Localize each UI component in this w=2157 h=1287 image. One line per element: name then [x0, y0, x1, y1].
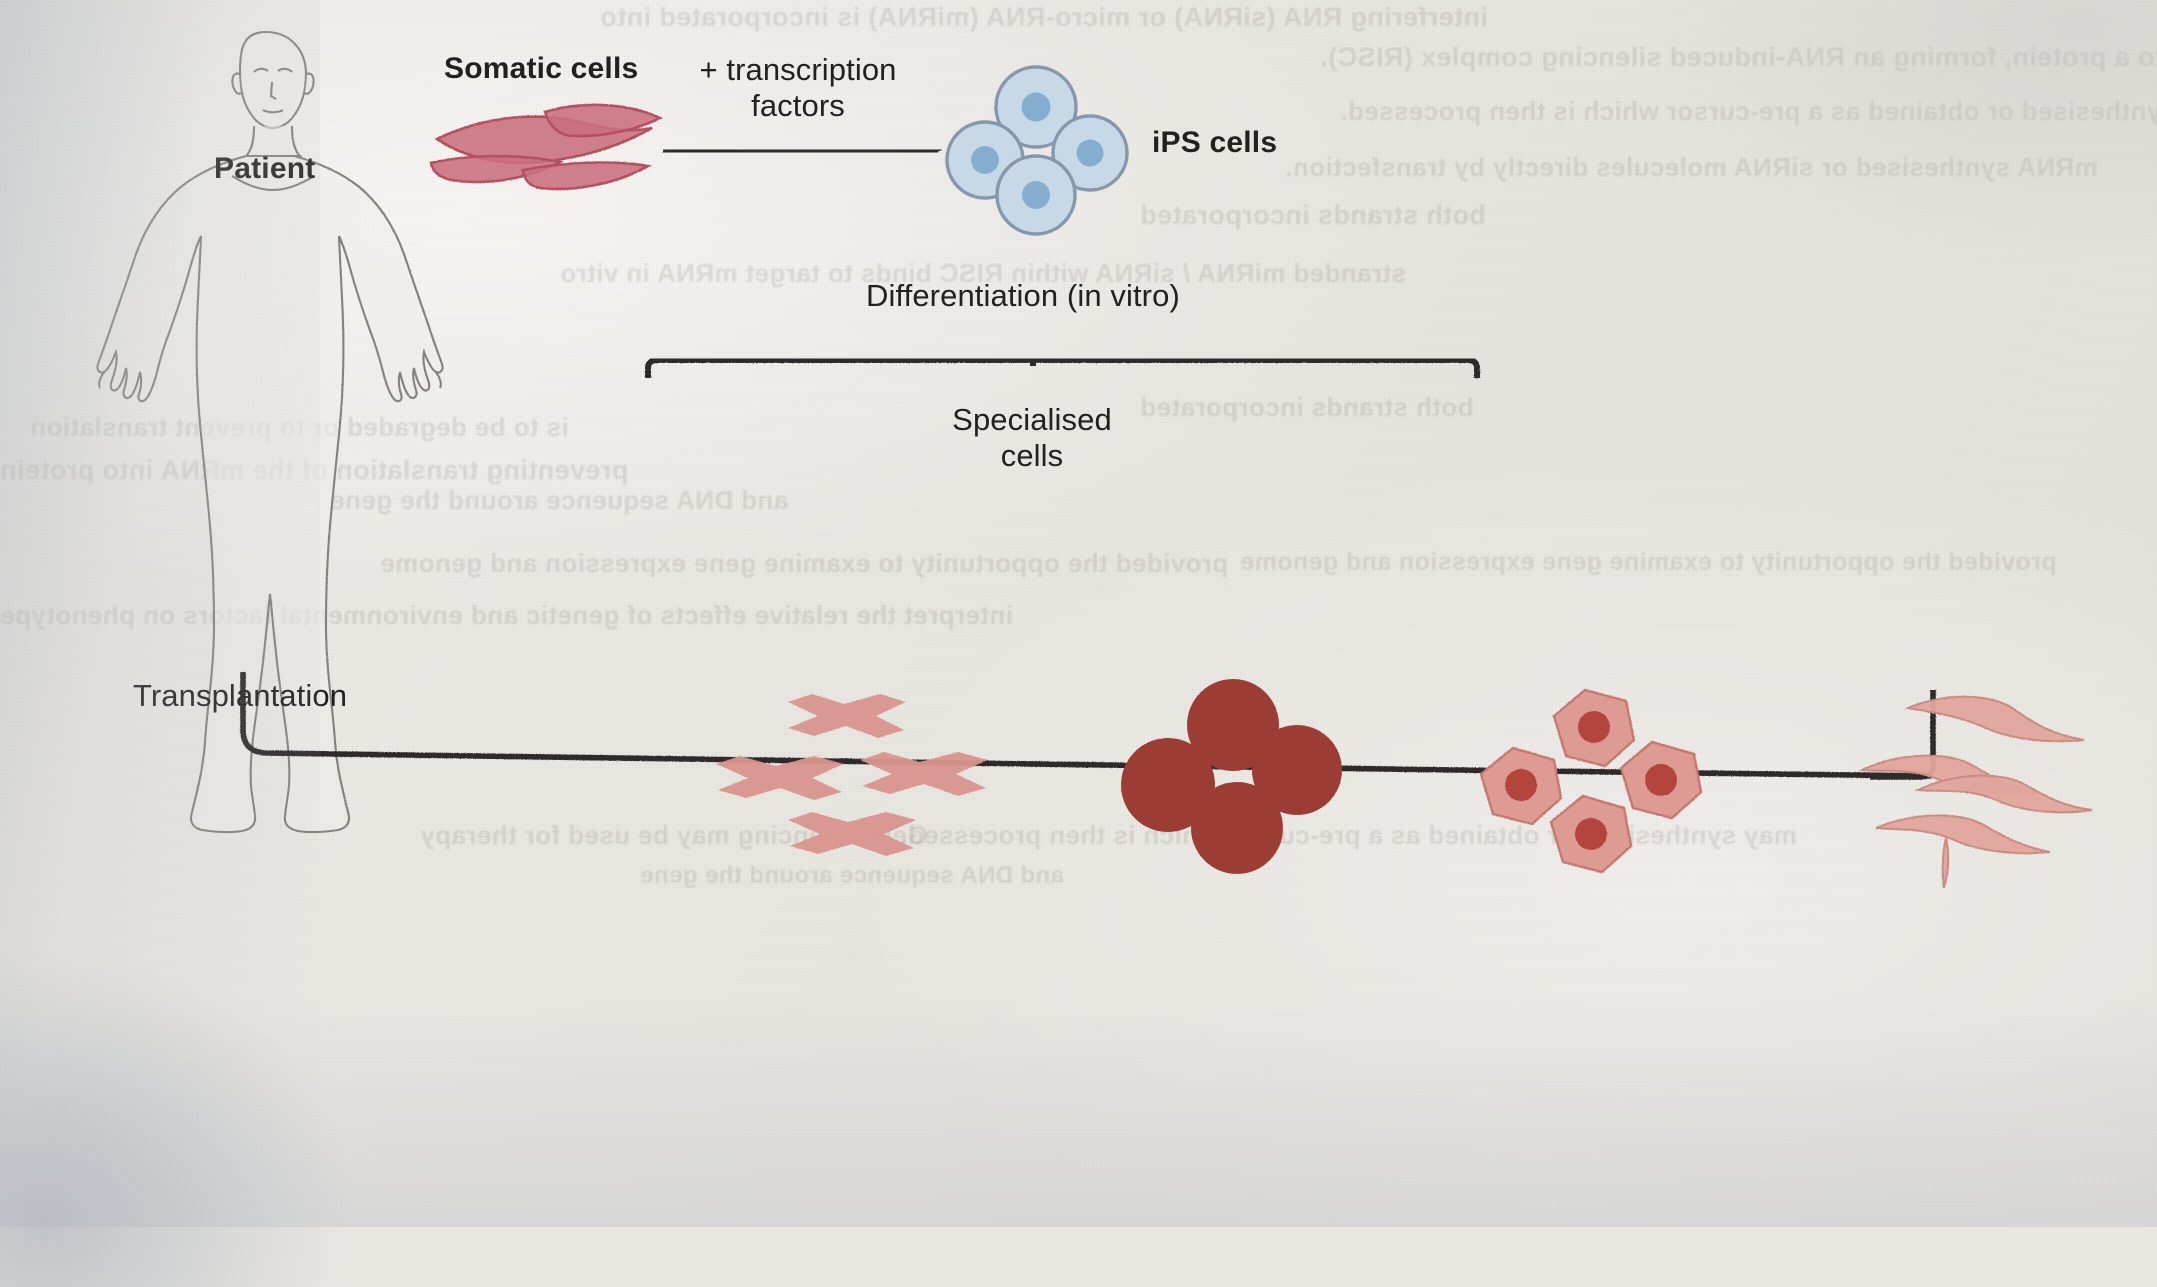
fibroblast-cells-icon — [1858, 695, 2093, 889]
ips-cells-label: iPS cells — [1152, 126, 1278, 159]
scan-shadow-top-right — [1637, 0, 2157, 260]
somatic-cells-icon — [429, 103, 663, 191]
somatic-cells-label: Somatic cells — [444, 52, 639, 85]
specialised-cells-label: Specialised cells — [952, 402, 1112, 473]
differentiation-label: Differentiation (in vitro) — [866, 278, 1180, 313]
epithelial-cells-icon — [1479, 688, 1703, 874]
arrow-somatic-to-ips — [662, 126, 943, 174]
transcription-factors-label: + transcription factors — [699, 52, 897, 123]
differentiation-distribution-bracket — [645, 357, 1480, 378]
blood-cells-icon — [1121, 679, 1342, 874]
ips-cells-icon — [945, 65, 1129, 236]
muscle-fiber-cells-icon — [716, 694, 988, 856]
scan-shadow-bottom-left-corner — [0, 947, 360, 1287]
